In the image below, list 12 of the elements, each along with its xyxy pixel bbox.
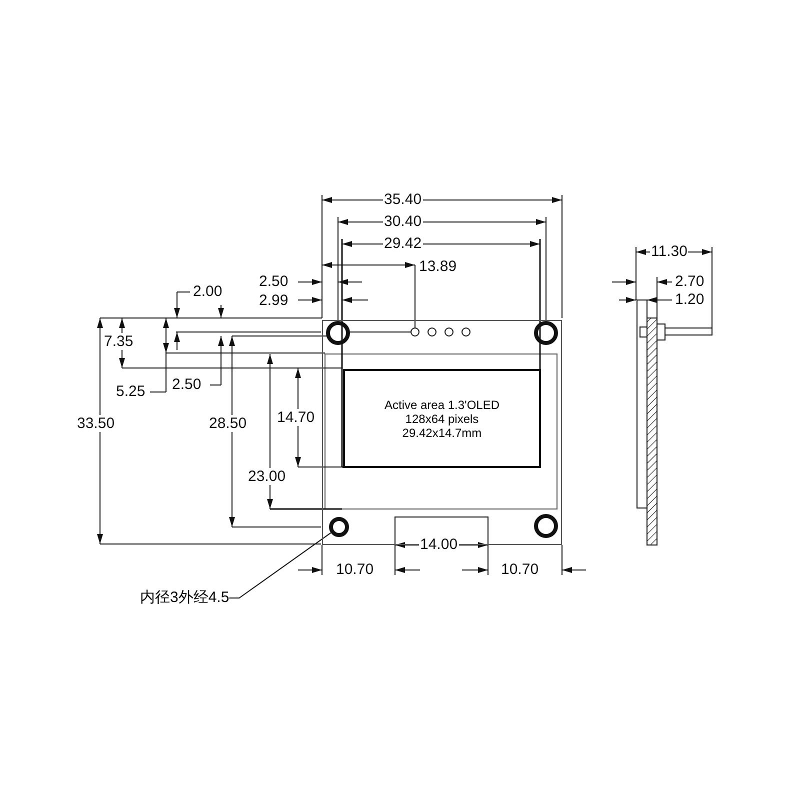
dimension-value: 14.70 (276, 409, 316, 426)
display-spec-text: 29.42x14.7mm (401, 426, 483, 440)
leader-line (228, 532, 332, 598)
dimension-value: 7.35 (103, 333, 134, 350)
display-spec-text: 128x64 pixels (404, 412, 480, 426)
mounting-hole (329, 517, 349, 537)
dimension-value: 33.50 (76, 415, 116, 432)
callout-text: 内径3外经4.5 (140, 588, 230, 608)
dimension-value: 28.50 (208, 415, 248, 432)
active-area-box (343, 369, 541, 468)
display-spec-text: Active area 1.3'OLED (383, 398, 500, 412)
dimension-value: 23.00 (247, 468, 287, 485)
